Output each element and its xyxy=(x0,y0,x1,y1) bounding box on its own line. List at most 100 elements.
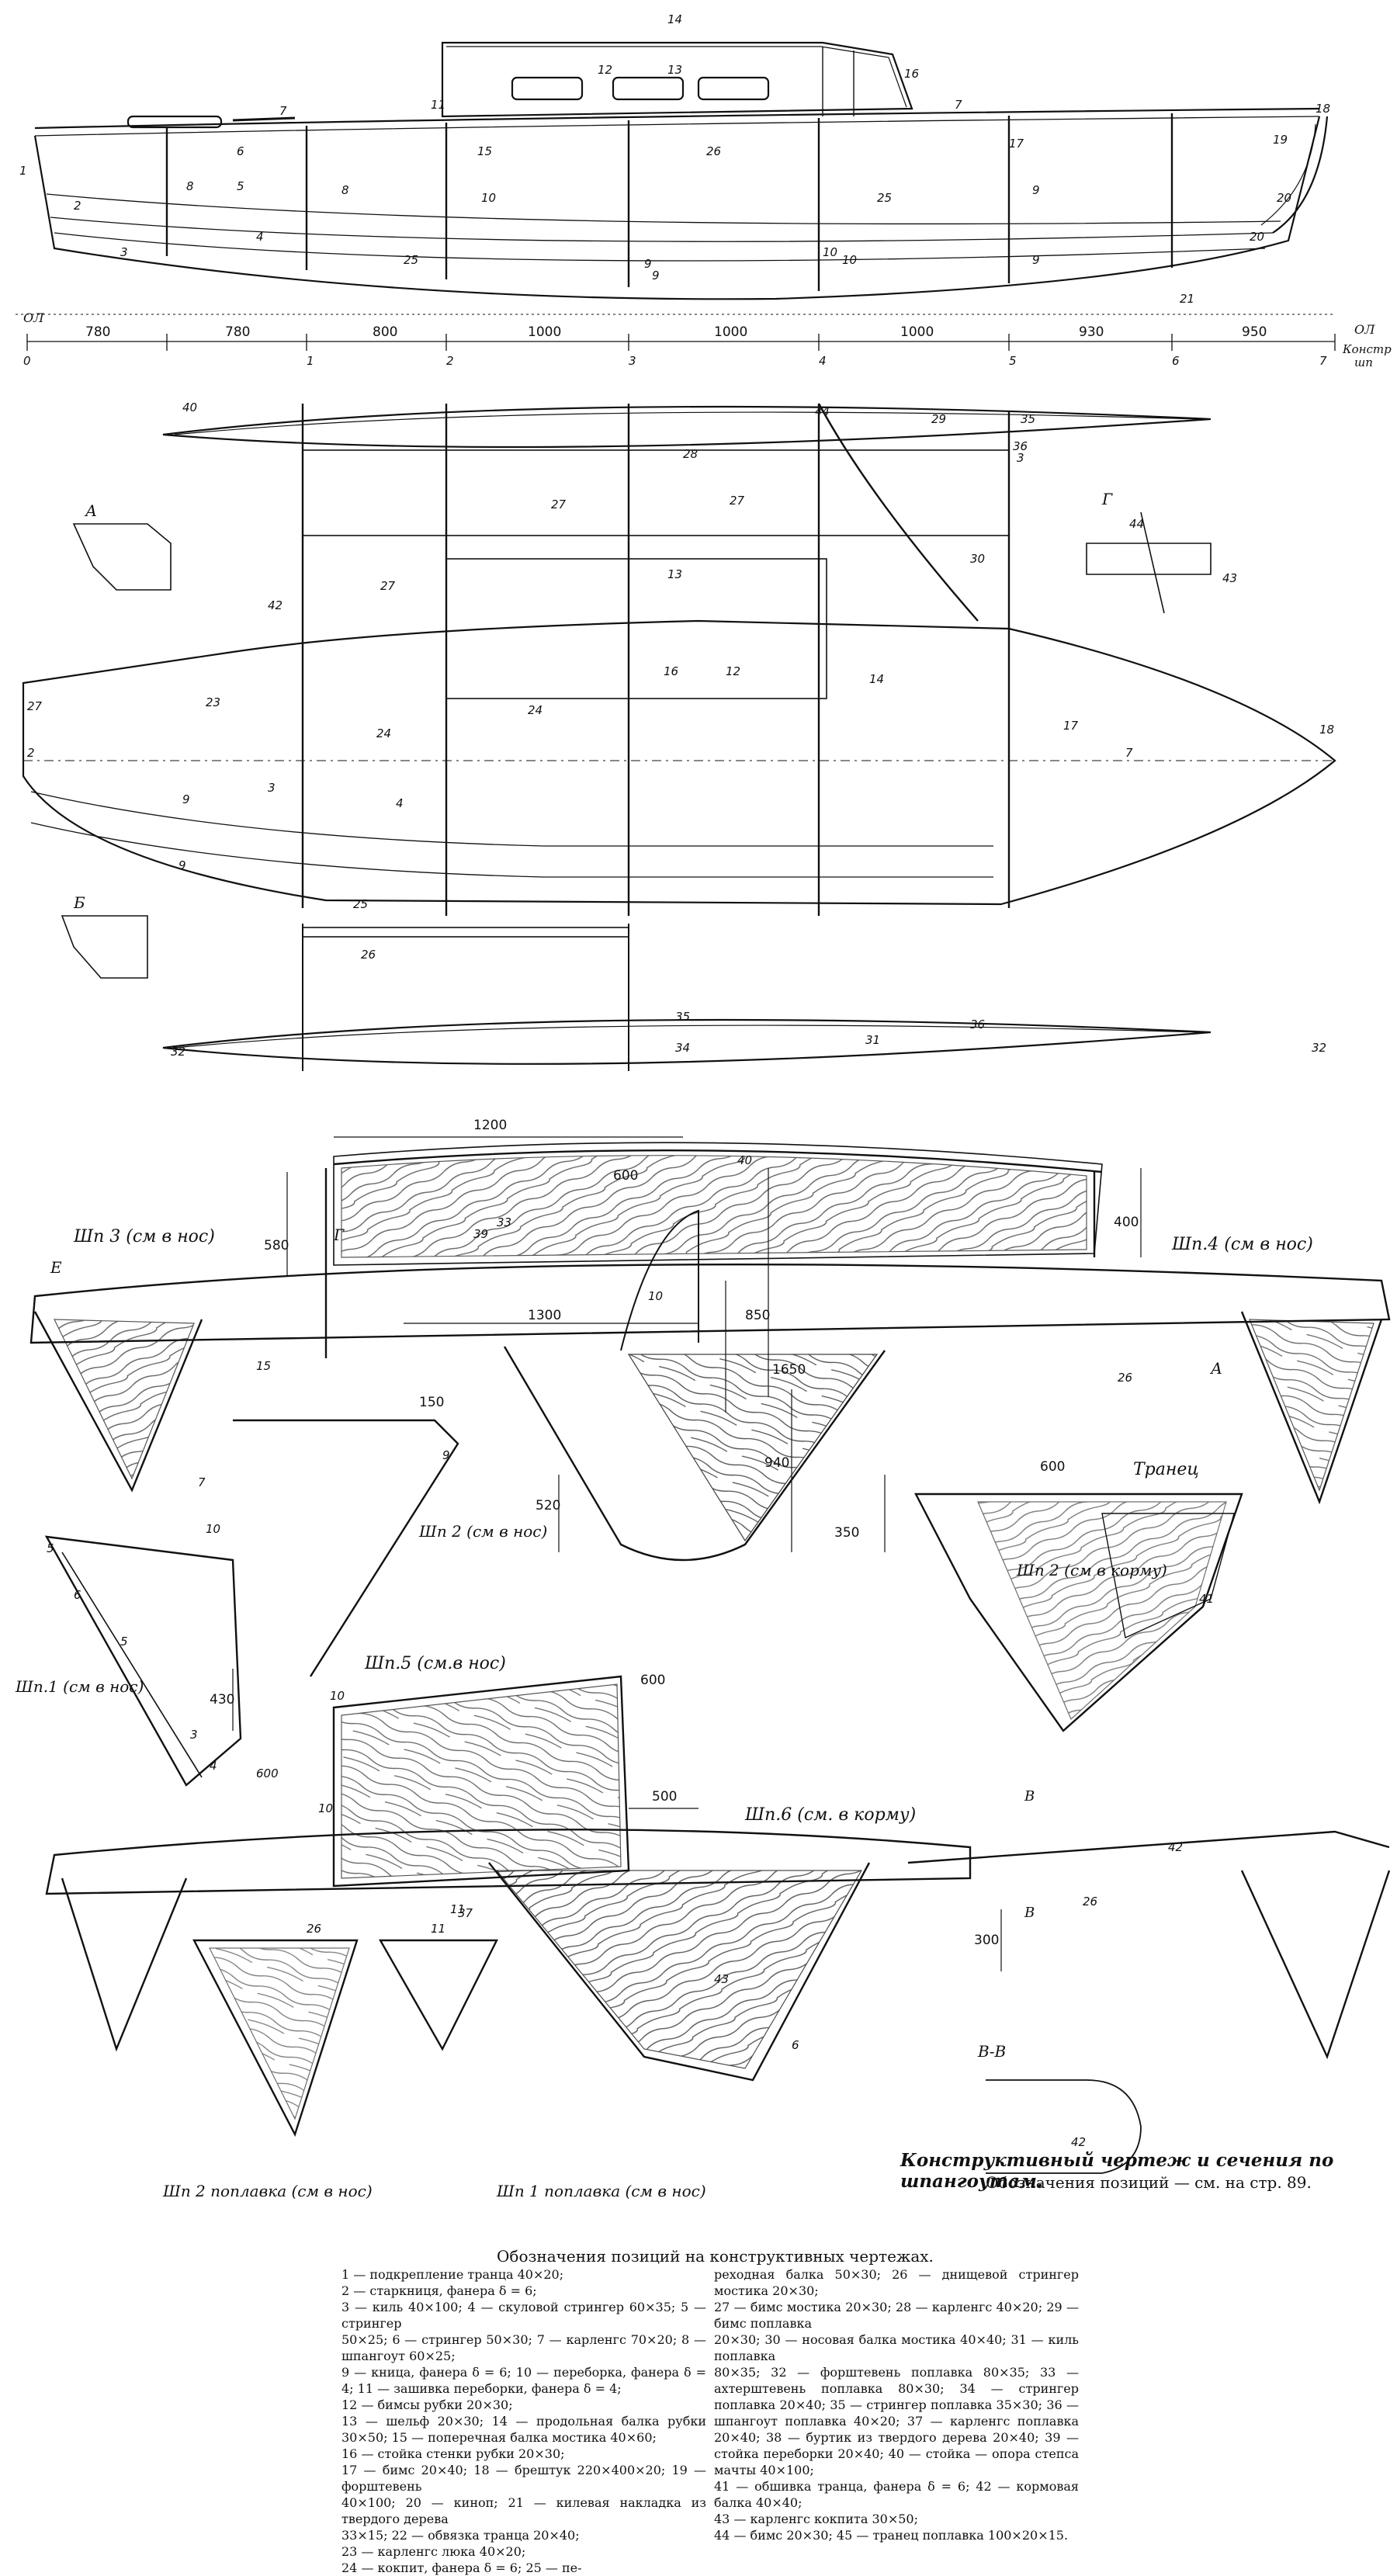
station-5: 5 xyxy=(1009,354,1017,368)
dim-1650: 1650 xyxy=(772,1362,806,1378)
part-number-callout: 10 xyxy=(206,1522,220,1536)
legend-column-2: реходная балка 50×30; 26 — днищевой стри… xyxy=(714,2266,1079,2543)
part-number-callout: 10 xyxy=(318,1801,333,1815)
part-number-callout: 9 xyxy=(644,257,652,271)
dim-1000-c: 1000 xyxy=(900,324,934,340)
part-number-callout: 25 xyxy=(353,897,368,911)
dim-600-c: 600 xyxy=(640,1673,665,1688)
part-number-callout: 15 xyxy=(477,144,492,158)
part-callouts-sections: 3940331015269105653474110112637436422642… xyxy=(47,1153,1214,2149)
part-number-callout: 42 xyxy=(268,598,283,612)
legend-entry: 23 — карленгс люка 40×20; xyxy=(341,2544,526,2559)
part-number-callout: 7 xyxy=(279,104,287,118)
part-number-callout: 18 xyxy=(1319,723,1334,737)
title-tranets: Транец xyxy=(1133,1460,1199,1479)
part-number-callout: 11 xyxy=(431,98,445,112)
part-number-callout: 10 xyxy=(330,1689,345,1703)
detail-a-section: А xyxy=(1209,1359,1222,1378)
dim-1300: 1300 xyxy=(528,1308,561,1323)
part-number-callout: 10 xyxy=(842,253,857,267)
part-number-callout: 14 xyxy=(667,12,682,26)
part-number-callout: 2 xyxy=(27,746,35,760)
part-number-callout: 6 xyxy=(237,144,244,158)
part-number-callout: 14 xyxy=(869,672,884,686)
part-number-callout: 39 xyxy=(473,1227,488,1241)
part-number-callout: 32 xyxy=(1312,1041,1326,1055)
part-number-callout: 16 xyxy=(904,67,919,81)
part-number-callout: 17 xyxy=(1009,137,1024,151)
dim-1000-a: 1000 xyxy=(528,324,561,340)
legend-entry: 9 — кница, фанера δ = 6; 10 — переборка,… xyxy=(341,2365,706,2396)
station-6: 6 xyxy=(1172,354,1180,368)
legend-entry: 33×15; 22 — обвязка транца 20×40; xyxy=(341,2528,580,2543)
dim-940: 940 xyxy=(764,1455,789,1471)
part-number-callout: 27 xyxy=(730,494,745,508)
part-number-callout: 16 xyxy=(664,664,678,678)
dim-600-a: 600 xyxy=(613,1168,638,1184)
title-sh1: Шп.1 (см в нос) xyxy=(15,1677,144,1696)
part-number-callout: 9 xyxy=(182,792,190,806)
part-number-callout: 3 xyxy=(120,245,128,259)
part-number-callout: 9 xyxy=(442,1448,450,1462)
legend-entry: 1 — подкрепление транца 40×20; xyxy=(341,2267,564,2282)
dim-500: 500 xyxy=(652,1789,677,1805)
dim-950: 950 xyxy=(1242,324,1267,340)
part-number-callout: 27 xyxy=(27,699,43,713)
part-number-callout: 9 xyxy=(179,858,186,872)
drawing-caption-note: Обозначения позиций — см. на стр. 89. xyxy=(986,2173,1312,2192)
detail-g: Г xyxy=(1101,490,1113,508)
station-2: 2 xyxy=(446,354,454,368)
station-1: 1 xyxy=(307,354,314,368)
dim-580: 580 xyxy=(264,1238,289,1253)
part-number-callout: 36 xyxy=(1013,439,1028,453)
title-sh2-popl: Шп 2 поплавка (см в нос) xyxy=(162,2182,373,2200)
part-number-callout: 6 xyxy=(74,1588,81,1602)
arrow-v-top: В xyxy=(1024,1788,1035,1805)
part-number-callout: 31 xyxy=(865,1033,880,1047)
plan-view xyxy=(22,403,1336,1071)
konstr-label: Констр xyxy=(1342,342,1392,356)
part-number-callout: 13 xyxy=(667,567,682,581)
part-number-callout: 3 xyxy=(190,1728,198,1742)
dim-150: 150 xyxy=(419,1395,444,1410)
part-number-callout: 19 xyxy=(1273,133,1288,147)
part-number-callout: 33 xyxy=(497,1215,511,1229)
part-number-callout: 13 xyxy=(667,63,682,77)
station-0: 0 xyxy=(23,354,31,368)
legend-entry: 16 — стойка стенки рубки 20×30; xyxy=(341,2446,565,2461)
part-number-callout: 24 xyxy=(376,726,391,740)
part-number-callout: 26 xyxy=(307,1922,321,1936)
part-number-callout: 17 xyxy=(1063,719,1079,733)
detail-b: Б xyxy=(73,893,85,912)
part-number-callout: 9 xyxy=(1032,253,1040,267)
part-number-callout: 3 xyxy=(268,781,276,795)
part-number-callout: 8 xyxy=(186,179,194,193)
part-number-callout: 6 xyxy=(792,2038,799,2052)
legend-entry: 50×25; 6 — стрингер 50×30; 7 — карленгс … xyxy=(341,2332,706,2363)
part-number-callout: 11 xyxy=(431,1922,445,1936)
part-number-callout: 10 xyxy=(648,1289,663,1303)
title-sh1-popl: Шп 1 поплавка (см в нос) xyxy=(496,2182,706,2200)
part-number-callout: 30 xyxy=(970,552,985,566)
title-sh5: Шп.5 (см.в нос) xyxy=(364,1654,506,1673)
part-number-callout: 7 xyxy=(198,1475,206,1489)
part-number-callout: 4 xyxy=(256,230,264,244)
part-number-callout: 18 xyxy=(1316,102,1330,116)
title-vv: В-В xyxy=(977,2042,1006,2061)
part-number-callout: 43 xyxy=(714,1972,729,1986)
shp-label: шп xyxy=(1354,355,1373,369)
part-number-callout: 26 xyxy=(1118,1371,1132,1385)
dim-930: 930 xyxy=(1079,324,1104,340)
baseline-left-label: ОЛ xyxy=(23,310,44,325)
drawing-caption: Конструктивный чертеж и сечения по шпанг… xyxy=(900,2150,1334,2192)
part-number-callout: 10 xyxy=(481,191,496,205)
drawing-labels: ОЛ Констр шп ОЛ 780 780 800 1000 1000 10… xyxy=(15,310,1392,2200)
part-number-callout: 37 xyxy=(458,1906,473,1920)
dim-600-b: 600 xyxy=(1040,1459,1065,1475)
plywood-panels xyxy=(54,1155,1374,2120)
part-number-callout: 43 xyxy=(1222,571,1237,585)
part-number-callout: 9 xyxy=(1032,183,1040,197)
title-sh2-korm: Шп 2 (см в корму) xyxy=(1016,1561,1167,1579)
part-number-callout: 26 xyxy=(361,948,376,962)
